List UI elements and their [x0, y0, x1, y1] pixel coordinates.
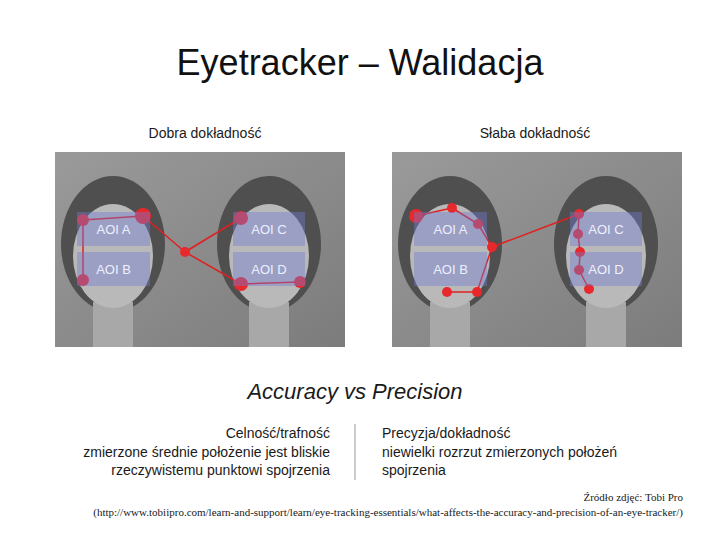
- term-heading: Precyzja/dokładność: [382, 424, 510, 442]
- illustration-part: [492, 214, 579, 247]
- aoi-box: AOI D: [233, 252, 305, 286]
- aoi-box: AOI A: [77, 212, 150, 246]
- illustration-part: [73, 204, 153, 308]
- gaze-path: [83, 216, 300, 284]
- aoi-label: AOI A: [434, 222, 468, 237]
- illustration-part: [554, 176, 658, 312]
- aoi-label: AOI B: [96, 262, 131, 277]
- illustration-part: [55, 152, 345, 347]
- photo-panel: [392, 152, 682, 352]
- aoi-box: AOI C: [570, 212, 642, 246]
- term-definition: zmierzone średnie położenie jest bliskie…: [30, 443, 330, 479]
- illustration-part: [93, 302, 133, 347]
- aoi-label: AOI C: [588, 222, 623, 237]
- aoi-box: AOI B: [77, 252, 150, 286]
- illustration-part: [398, 176, 502, 312]
- illustration-part: [487, 242, 497, 252]
- section-heading: Accuracy vs Precision: [247, 378, 462, 407]
- aoi-box: AOI B: [414, 252, 487, 286]
- aoi-label: AOI D: [251, 262, 286, 277]
- source-url: (http://www.tobiipro.com/learn-and-suppo…: [93, 505, 683, 519]
- illustration-part: [430, 302, 470, 347]
- illustration-part: [229, 204, 309, 308]
- aoi-box: AOI A: [414, 212, 487, 246]
- term-heading: Celność/trafność: [226, 424, 330, 442]
- photo-panel: [55, 152, 345, 352]
- aoi-box: AOI C: [233, 212, 305, 246]
- slide-title: Eyetracker – Walidacja: [177, 40, 544, 87]
- aoi-label: AOI D: [588, 262, 623, 277]
- illustration-part: [472, 287, 482, 297]
- vertical-separator: [355, 424, 356, 480]
- illustration-part: [249, 302, 289, 347]
- source-note: Źródło zdjęć: Tobi Pro: [583, 490, 683, 504]
- aoi-label: AOI C: [251, 222, 286, 237]
- term-definition: niewielki rozrzut zmierzonych położeń sp…: [382, 443, 617, 479]
- illustration-part: [442, 287, 452, 297]
- aoi-label: AOI B: [433, 262, 468, 277]
- fixation-dots: [77, 208, 306, 291]
- fixation-dots: [409, 203, 594, 297]
- illustration-part: [586, 302, 626, 347]
- panel-heading: Dobra dokładność: [149, 124, 262, 142]
- aoi-label: AOI A: [97, 222, 131, 237]
- panel-heading: Słaba dokładność: [480, 124, 591, 142]
- aoi-box: AOI D: [570, 252, 642, 286]
- illustration-part: [217, 176, 321, 312]
- illustration-part: [566, 204, 646, 308]
- illustration-part: [410, 204, 490, 308]
- illustration-part: [61, 176, 165, 312]
- illustration-part: [392, 152, 682, 347]
- illustration-part: [180, 247, 190, 257]
- illustration-part: [355, 424, 356, 480]
